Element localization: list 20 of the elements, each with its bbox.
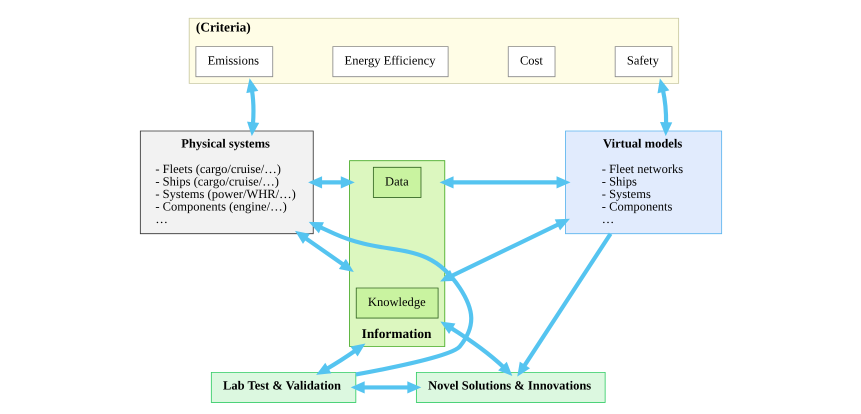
node-box: Data xyxy=(372,166,421,198)
node-box: Energy Efficiency xyxy=(332,46,448,78)
arrow xyxy=(246,78,259,136)
arrow xyxy=(440,321,512,376)
node-box: Cost xyxy=(507,46,555,78)
node-box: Lab Test & Validation xyxy=(210,372,356,403)
arrow xyxy=(439,176,570,188)
arrow xyxy=(308,176,354,188)
node-box: Virtual models - Fleet networks - Ships - Systems - Components … xyxy=(564,130,722,234)
node-box: Safety xyxy=(614,46,672,78)
arrow xyxy=(350,381,421,394)
arrow xyxy=(294,230,354,272)
node-box: Knowledge xyxy=(355,288,438,318)
arrow xyxy=(308,222,473,377)
arrow xyxy=(316,343,365,375)
node-box: Physical systems - Fleets (cargo/cruise/…) - Ships (cargo/cruise/…) - Systems (power/WHR/…) - Components (engine/…) … xyxy=(139,130,314,234)
arrow xyxy=(516,232,612,377)
node-box: Novel Solutions & Innovations xyxy=(415,372,606,403)
node-box: Emissions xyxy=(194,46,273,78)
arrow xyxy=(657,78,672,136)
